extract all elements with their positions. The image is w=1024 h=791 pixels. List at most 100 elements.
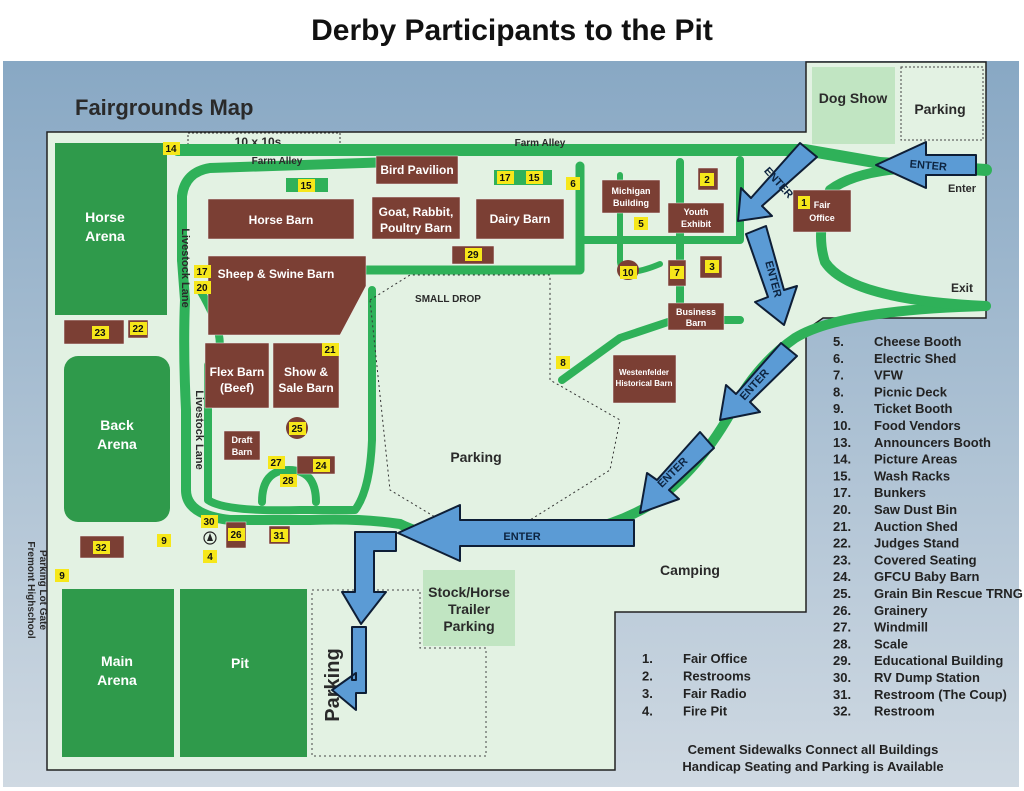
legend-number: 5. [833, 334, 844, 349]
marker-10-number: 10 [622, 268, 634, 279]
top-parking-area [900, 66, 984, 141]
legend-number: 20. [833, 502, 851, 517]
legend-label: Ticket Booth [874, 401, 953, 416]
marker-2-number: 2 [704, 175, 710, 186]
enter-arrow-down [341, 531, 397, 625]
marker-30-number: 30 [203, 517, 215, 528]
main-arena-label-1: Main [101, 653, 133, 669]
horse-barn [207, 198, 355, 240]
marker-6 [566, 177, 580, 190]
marker-14 [163, 142, 180, 155]
route-arrows [331, 141, 977, 711]
legend-label: Educational Building [874, 653, 1003, 668]
flex-barn-label-1: Flex Barn [210, 365, 265, 379]
legend-number: 27. [833, 620, 851, 635]
marker-9-gate-number: 9 [59, 571, 65, 582]
gate-label-1: Fremont Highschool [25, 541, 36, 638]
business-barn-label-1: Business [676, 307, 716, 317]
marker-23 [92, 326, 109, 339]
enter-arrow-main [397, 504, 635, 562]
farm-alley-north-label: Farm Alley [252, 156, 303, 167]
legend-label: Covered Seating [874, 552, 977, 567]
youth-exhibit [667, 202, 725, 234]
marker-22-number: 22 [132, 324, 144, 335]
flex-barn [204, 342, 270, 409]
footer-note-2: Handicap Seating and Parking is Availabl… [682, 759, 943, 774]
legend-number: 29. [833, 653, 851, 668]
michigan-label-1: Michigan [611, 186, 650, 196]
livestock-lane-west [177, 255, 191, 495]
pit-arena [180, 589, 307, 757]
fair-office-label-1: Fair [814, 200, 831, 210]
goat-rabbit-poultry-barn [371, 196, 461, 240]
marker-15b-badge [526, 171, 543, 184]
bird-pavilion [375, 155, 459, 185]
parking-center-label: Parking [450, 449, 501, 465]
marker-28 [280, 474, 297, 487]
legend-number: 17. [833, 485, 851, 500]
marker-9-gate [55, 569, 69, 582]
westenfelder-label-2: Historical Barn [616, 379, 673, 388]
legend-number: 32. [833, 704, 851, 719]
marker-26 [228, 528, 245, 541]
marker-25-number: 25 [291, 424, 303, 435]
enter-arrow-ne [737, 142, 818, 222]
bottom-parking-zone [311, 589, 487, 757]
goat-barn-label-1: Goat, Rabbit, [379, 205, 454, 219]
legend-number: 21. [833, 519, 851, 534]
farm-alley-north [177, 157, 400, 265]
legend-label: RV Dump Station [874, 670, 980, 685]
stock-trailer-label-2: Trailer [448, 601, 491, 617]
marker-20-number: 20 [196, 283, 208, 294]
legend-label: Restroom (The Coup) [874, 687, 1007, 702]
legend-label: Cheese Booth [874, 334, 961, 349]
stock-trailer-label-1: Stock/Horse [428, 584, 510, 600]
michigan-building [601, 179, 661, 214]
legend-label: Wash Racks [874, 468, 950, 483]
legend-number: 26. [833, 603, 851, 618]
marker-15-number: 15 [300, 181, 312, 192]
scale-loop [258, 466, 320, 506]
farm-alley-top-label: Farm Alley [515, 138, 566, 149]
diagonal-path [558, 318, 672, 384]
fair-office-label-2: Office [809, 213, 835, 223]
legend-number: 10. [833, 418, 851, 433]
legend-label: Restroom [874, 704, 935, 719]
flex-barn-label-2: (Beef) [220, 381, 254, 395]
legend-label: Judges Stand [874, 536, 959, 551]
marker-24-number: 24 [315, 461, 327, 472]
draft-barn-label-1: Draft [231, 435, 252, 445]
livestock-lane-label-2: Livestock Lane [193, 390, 205, 469]
legend-number: 23. [833, 552, 851, 567]
marker-3-number: 3 [709, 262, 715, 273]
marker-22 [130, 322, 147, 335]
legend-label: Fair Office [683, 651, 747, 666]
marker-28-number: 28 [282, 476, 294, 487]
legend-number: 13. [833, 435, 851, 450]
horse-barn-label: Horse Barn [249, 213, 314, 227]
windmill-icon [203, 531, 217, 545]
enter-arrow-parking [331, 626, 367, 711]
legend-label: Picnic Deck [874, 384, 948, 399]
parking-vertical-label: Parking [322, 648, 344, 721]
marker-15-badge [298, 179, 315, 192]
marker-2 [700, 173, 714, 186]
dog-show-label: Dog Show [819, 90, 888, 106]
legend-label: Fair Radio [683, 686, 747, 701]
stock-horse-trailer-zone [423, 570, 515, 646]
business-barn [667, 302, 725, 331]
sheep-swine-label: Sheep & Swine Barn [218, 267, 335, 281]
michigan-label-2: Building [613, 198, 649, 208]
camping-label: Camping [660, 562, 720, 578]
back-arena [64, 356, 170, 522]
dog-show-area [812, 67, 895, 144]
youth-label-2: Exhibit [681, 219, 711, 229]
legend-number: 6. [833, 351, 844, 366]
legend-label: Restrooms [683, 669, 751, 684]
horse-arena-label-1: Horse [85, 209, 125, 225]
legend-label: Auction Shed [874, 519, 958, 534]
enter-arrow-east-label: ENTER [909, 158, 947, 173]
sheep-swine-barn [207, 255, 367, 336]
legend-label: Food Vendors [874, 418, 961, 433]
